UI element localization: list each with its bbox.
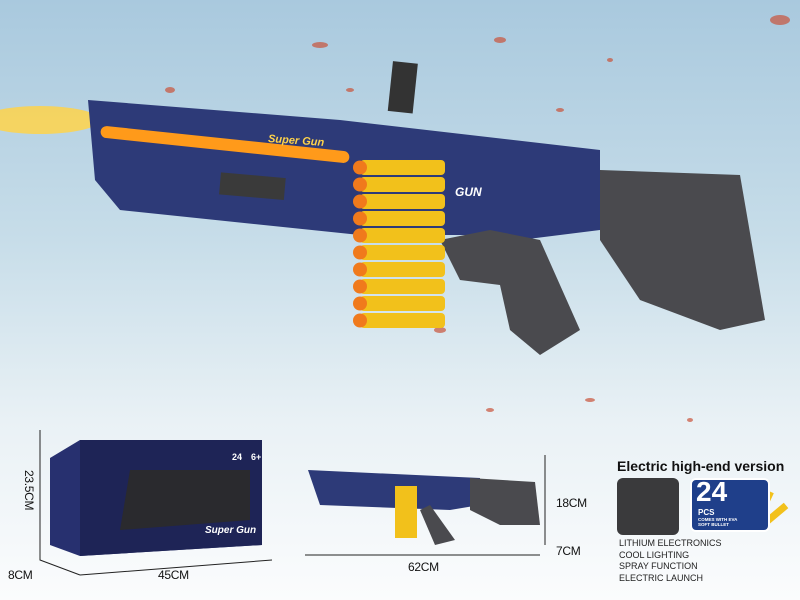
dart-magazine	[353, 160, 445, 328]
dart	[360, 211, 445, 226]
product-box	[39, 430, 273, 576]
box-count: 24	[232, 452, 243, 462]
box-age: 6+	[251, 452, 262, 462]
muzzle-flash	[0, 106, 100, 134]
dart	[360, 296, 445, 311]
dart	[360, 194, 445, 209]
dart	[360, 313, 445, 328]
dart-tip	[353, 262, 367, 277]
bullet-badge: 24 PCS COMES WITH EVA SOFT BULLET	[690, 476, 770, 532]
gun-height-label: 18CM	[556, 496, 587, 510]
dart-tip	[353, 211, 367, 226]
small-gun	[305, 455, 546, 556]
bullet-caption: COMES WITH EVA SOFT BULLET	[698, 517, 738, 527]
dart-tip	[353, 194, 367, 209]
feature-item: ELECTRIC LAUNCH	[619, 572, 704, 583]
main-gun	[88, 61, 765, 355]
dart	[360, 228, 445, 243]
dart-tip	[353, 177, 367, 192]
dart	[360, 245, 445, 260]
dart-tip	[353, 279, 367, 294]
gun-depth-label: 7CM	[556, 544, 581, 558]
dart-tip	[353, 228, 367, 243]
bullet-count: 24	[696, 476, 728, 507]
gun-length-label: 62CM	[408, 560, 439, 574]
feature-item: LITHIUM ELECTRONICS	[619, 538, 722, 548]
dart	[360, 262, 445, 277]
feature-item: COOL LIGHTING	[619, 549, 690, 560]
box-depth-label: 8CM	[8, 568, 33, 582]
bullet-unit: PCS	[698, 508, 715, 517]
feature-list: LITHIUM ELECTRONICS COOL LIGHTING SPRAY …	[619, 538, 722, 584]
dart	[360, 177, 445, 192]
splatter-particles	[165, 15, 790, 502]
dart	[360, 160, 445, 175]
battery-photo	[617, 478, 679, 535]
dart-tip	[353, 245, 367, 260]
box-title: Super Gun	[205, 525, 257, 536]
dart-tip	[353, 313, 367, 328]
dart	[360, 279, 445, 294]
dart-tip	[353, 160, 367, 175]
dart-tip	[353, 296, 367, 311]
gun-logo: GUN	[455, 185, 482, 199]
feature-item: SPRAY FUNCTION	[619, 561, 698, 571]
box-height-label: 23.5CM	[22, 470, 36, 511]
feature-title: Electric high-end version	[617, 458, 785, 474]
box-width-label: 45CM	[158, 568, 189, 582]
